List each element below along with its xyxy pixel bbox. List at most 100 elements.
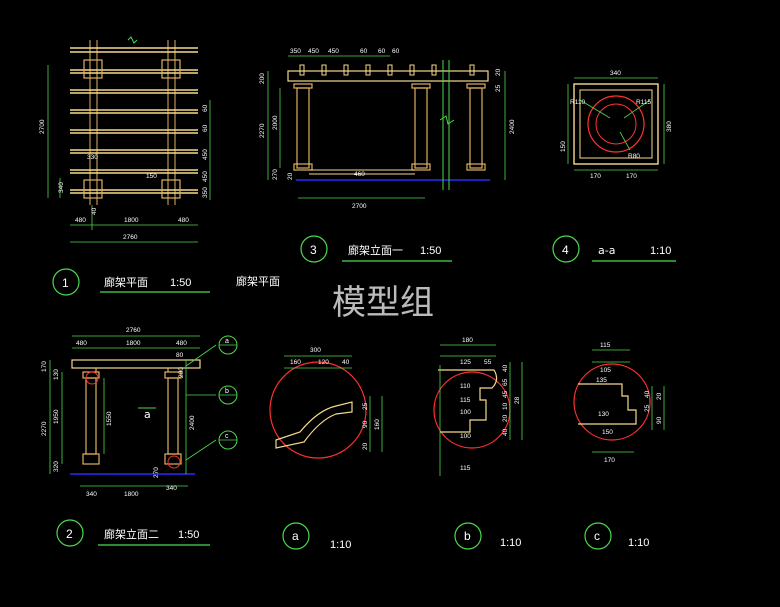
- detail-b-dim-right-1: 40: [502, 364, 509, 372]
- view-4-title: a-a: [598, 244, 615, 257]
- plan-dim-post: 150: [146, 173, 157, 180]
- detail-b-dim-right-2: 65: [502, 378, 509, 386]
- detail-c-dim-right-1: 40: [644, 390, 651, 398]
- detail-c: 115 105 135 130 150 170 40 25 20 90 c 1:…: [573, 342, 665, 550]
- detail-a-dim-t1: 160: [290, 359, 301, 366]
- detail-a-circle: [269, 361, 367, 459]
- view-3-title: 廊架立面一: [348, 243, 403, 257]
- detail-b-dim-right-4: 10: [502, 402, 509, 410]
- plan-dim-w-right: 480: [178, 217, 189, 224]
- view-3-number: 3: [310, 243, 317, 257]
- detail-a-scale: 1:10: [330, 539, 351, 551]
- detail-b-dimension-lines: [439, 344, 523, 476]
- elev1-top-dim-2: 450: [308, 48, 319, 55]
- elev2-columns: [82, 368, 182, 465]
- elev2-dim-left-c: 1550: [106, 411, 113, 426]
- section-outer-square: [573, 83, 659, 165]
- detail-b-dim-t2: 55: [484, 359, 492, 366]
- view-2-title: 廊架立面二: [104, 527, 159, 541]
- elev2-dim-top-right: 480: [176, 340, 187, 347]
- view-3-number-circle: [300, 235, 328, 263]
- plan-dim-r5: 350: [202, 187, 209, 198]
- view-1-extra-label: 廊架平面: [236, 274, 280, 288]
- detail-b: 180 125 55 110 115 100 100 115 40 65 45 …: [433, 337, 523, 550]
- section-dim-bottom-left: 170: [590, 173, 601, 180]
- elev2-dim-top-mid: 1800: [126, 340, 141, 347]
- detail-b-label-circle: [454, 522, 482, 550]
- detail-a-profile: [275, 401, 353, 449]
- plan-dim-w-left: 480: [75, 217, 86, 224]
- detail-b-dim-right-3: 45: [502, 390, 509, 398]
- elev1-top-dim-3: 450: [328, 48, 339, 55]
- detail-b-dim-top: 180: [462, 337, 473, 344]
- detail-b-dim-t1: 125: [460, 359, 471, 366]
- section-dim-left: 150: [560, 141, 567, 152]
- detail-b-dim-row-5: 115: [460, 465, 471, 472]
- view-2-scale: 1:50: [178, 529, 199, 541]
- section-dim-bottom-right: 170: [626, 173, 637, 180]
- plan-dim-bottom-tick: 40: [91, 207, 98, 215]
- elev1-dim-right-total: 2400: [509, 119, 516, 134]
- elev2-dim-left-b: 130: [53, 369, 60, 380]
- detail-a: 300 160 120 40 25 90 20 160 a 1:10: [269, 347, 383, 551]
- elev2-callouts: a b c: [218, 335, 238, 450]
- detail-a-dim-r3: 20: [362, 442, 369, 450]
- detail-c-dimension-lines: [592, 349, 665, 453]
- section-inner-square: [579, 89, 653, 159]
- detail-c-dim-left: 135: [596, 377, 607, 384]
- elev2-dim-mid-top: 80: [176, 352, 184, 359]
- section-dim-top: 340: [610, 70, 621, 77]
- plan-dim-r2: 60: [202, 124, 209, 132]
- elev1-dim-base: 20: [287, 172, 294, 180]
- detail-b-dim-row-4: 100: [460, 433, 471, 440]
- elev1-top-dim-6: 60: [392, 48, 400, 55]
- plan-dim-r4: 450: [202, 171, 209, 182]
- elev2-dim-bottom-left: 340: [86, 491, 97, 498]
- plan-beams: [70, 47, 198, 194]
- plan-dim-w-total: 2760: [123, 234, 138, 241]
- elev2-dim-base: 270: [153, 467, 160, 478]
- callout-c-letter: c: [225, 433, 229, 440]
- plan-dim-r1: 60: [202, 104, 209, 112]
- view-1-number-circle: [52, 268, 80, 296]
- view-1-plan: 2700 340 480 1800 480 2760 60 60 450 450…: [39, 36, 280, 296]
- view-3-scale: 1:50: [420, 245, 441, 257]
- view-4-number: 4: [562, 243, 569, 257]
- detail-b-dim-side: 28: [514, 396, 521, 404]
- detail-b-letter: b: [464, 529, 471, 543]
- view-1-title: 廊架平面: [104, 275, 148, 289]
- detail-a-label-circle: [282, 522, 310, 550]
- elev2-dim-bottom-mid: 1800: [124, 491, 139, 498]
- elev1-dim-left-bottom: 270: [272, 169, 279, 180]
- elev2-dim-left-a: 170: [41, 361, 48, 372]
- detail-a-dim-r1: 25: [362, 402, 369, 410]
- elev2-dim-left-inner: 1950: [53, 409, 60, 424]
- plan-post-caps: [83, 59, 181, 199]
- detail-c-dim-row-3: 170: [604, 457, 615, 464]
- detail-c-dim-row-2: 150: [602, 429, 613, 436]
- elev1-bench: [309, 169, 415, 175]
- section-dim-radius-c: R80: [628, 153, 640, 160]
- view-2-number-circle: [56, 519, 84, 547]
- detail-b-dim-row-1: 110: [460, 383, 471, 390]
- plan-dimension-lines: [47, 65, 211, 243]
- watermark-text: 模型组: [332, 283, 434, 323]
- elev2-dim-left-bottom: 320: [53, 461, 60, 472]
- elev1-dim-left-top: 200: [259, 73, 266, 84]
- elev1-rafter-ends: [299, 64, 475, 76]
- elev2-dimension-lines: [49, 335, 217, 487]
- detail-b-scale: 1:10: [500, 537, 521, 549]
- detail-a-dim-r4: 160: [374, 419, 381, 430]
- section-dim-right: 380: [666, 121, 673, 132]
- section-dimension-lines: [567, 77, 665, 171]
- plan-dim-height-bottom: 340: [58, 182, 65, 193]
- elev1-dim-post-tick: 460: [354, 171, 365, 178]
- elev2-center-mark: a: [144, 408, 151, 421]
- callout-b-letter: b: [225, 388, 229, 395]
- section-outer-circle: [587, 95, 645, 153]
- detail-c-dim-right-4: 90: [656, 416, 663, 424]
- elev1-dim-bottom: 2700: [352, 203, 367, 210]
- plan-columns: [89, 40, 176, 205]
